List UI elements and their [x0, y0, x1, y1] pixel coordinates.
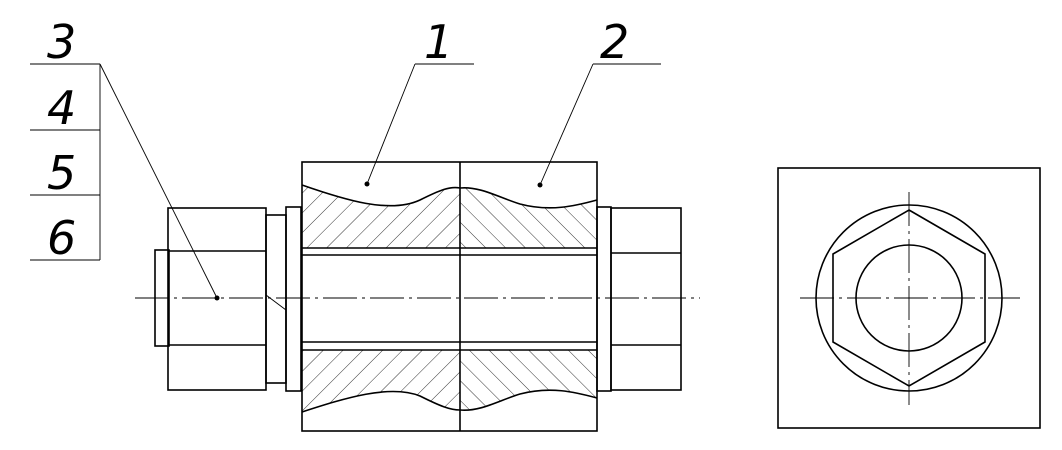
part-2-upper-break-line [459, 187, 598, 209]
part-2-block [459, 187, 598, 411]
side-view [777, 167, 1041, 429]
right-washer [596, 206, 612, 392]
part-2-upper-section-hatch [460, 187, 597, 248]
side-view-block-outline [777, 167, 1041, 429]
right-nut-body [610, 207, 682, 391]
part-1-lower-section-hatch [302, 350, 460, 412]
label-part-3: 3 [47, 15, 76, 69]
left-nut-collar [265, 214, 287, 384]
part-1-block [301, 184, 461, 413]
part-1-upper-section-hatch [302, 185, 460, 248]
part-1-upper-break-line [301, 184, 461, 207]
part-2-lower-section-hatch [460, 350, 597, 411]
label-part-6: 6 [47, 211, 76, 265]
left-washer [285, 206, 302, 392]
leader-line-3 [99, 63, 218, 299]
sectional-view [99, 63, 700, 432]
right-nut [596, 206, 682, 392]
left-nut-chamfer [154, 249, 170, 347]
label-part-2: 2 [600, 15, 629, 69]
body-outline [301, 161, 598, 432]
label-stack [30, 63, 101, 261]
label-part-1: 1 [424, 15, 453, 69]
part-1-lower-break-line [301, 390, 461, 413]
label-part-4: 4 [47, 81, 76, 135]
leader-line-2 [539, 63, 594, 186]
label-part-5: 5 [47, 146, 76, 200]
left-nut [154, 206, 302, 392]
part-2-lower-break-line [459, 389, 598, 411]
leader-line-1 [366, 63, 416, 185]
